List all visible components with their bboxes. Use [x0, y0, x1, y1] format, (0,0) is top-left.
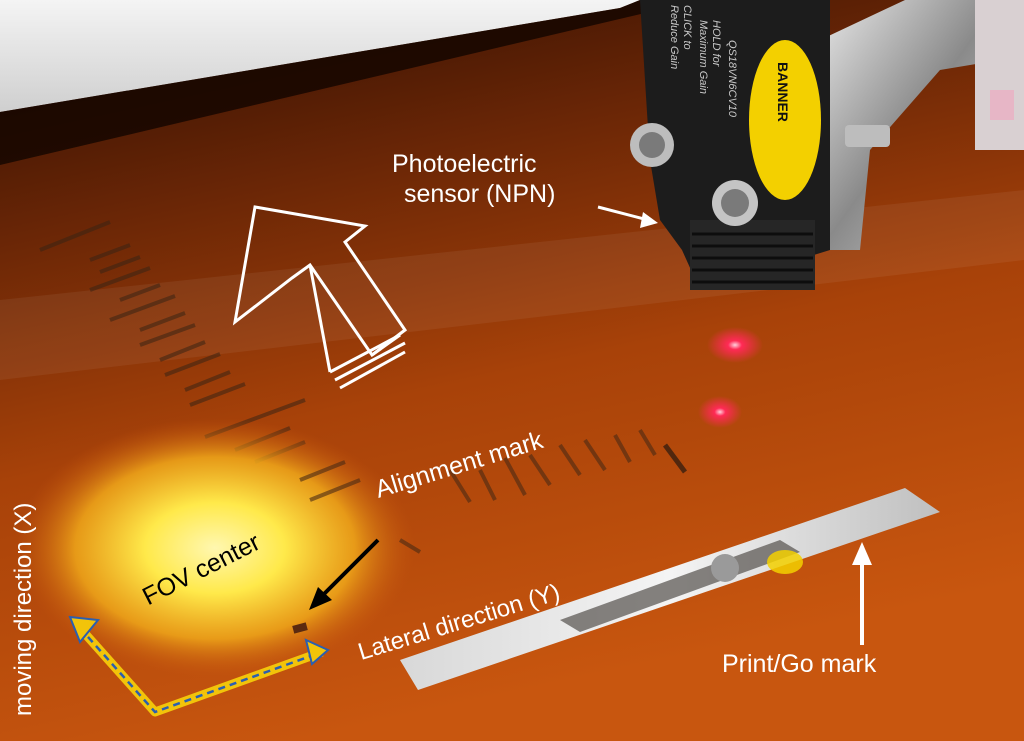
sensor-maxgain-text: Maximum Gain: [697, 20, 709, 94]
sensor-pointer-arrow: [597, 205, 658, 228]
strip-reflection-screw: [711, 554, 739, 582]
top-cover-shadow: [0, 0, 700, 165]
sensor-hold-text: HOLD for: [710, 20, 722, 68]
strip-reflection-yellow: [767, 550, 803, 574]
y-axis-arrowhead: [304, 638, 330, 666]
fov-illumination-spot: [15, 418, 415, 678]
sensor-model-text: QS18VN6CV10: [726, 40, 738, 118]
moving-direction-large-arrow: [232, 205, 408, 390]
strip-reflection-dark: [560, 540, 800, 632]
sensor-label-line2: sensor (NPN): [404, 179, 556, 208]
xy-axis-arrows: [68, 615, 330, 717]
laser-spot-upper: [707, 327, 763, 363]
sensor-label-line1: Photoelectric: [392, 150, 537, 178]
machine-top-cover: [0, 0, 640, 112]
printed-scale-lower: [299, 428, 688, 554]
sensor-bracket: [820, 0, 1000, 250]
sensor-brand-text: BANNER: [775, 62, 791, 122]
alignment-mark: [292, 622, 308, 634]
photoelectric-sensor-body: [630, 0, 830, 290]
right-panel: [975, 0, 1024, 150]
sensor-reducegain-text: Reduce Gain: [668, 5, 680, 69]
moving-direction-label: moving direction (X): [10, 502, 37, 716]
arrow-tail-connectors: [308, 264, 401, 373]
bracket-screw: [845, 125, 890, 147]
laser-spot-lower: [698, 396, 742, 428]
print-go-mark-label: Print/Go mark: [722, 650, 877, 678]
x-axis-arrowhead: [68, 615, 100, 644]
sensor-print-text: QS18VN6CV10 HOLD for Maximum Gain CLICK …: [668, 5, 738, 118]
photoelectric-sensor-label: Photoelectric sensor (NPN): [392, 150, 555, 209]
sensor-click-text: CLICK to: [681, 5, 693, 50]
alignment-pointer-arrow: [309, 538, 380, 610]
print-go-pointer-arrow: [852, 542, 872, 645]
right-panel-accent: [990, 90, 1014, 120]
